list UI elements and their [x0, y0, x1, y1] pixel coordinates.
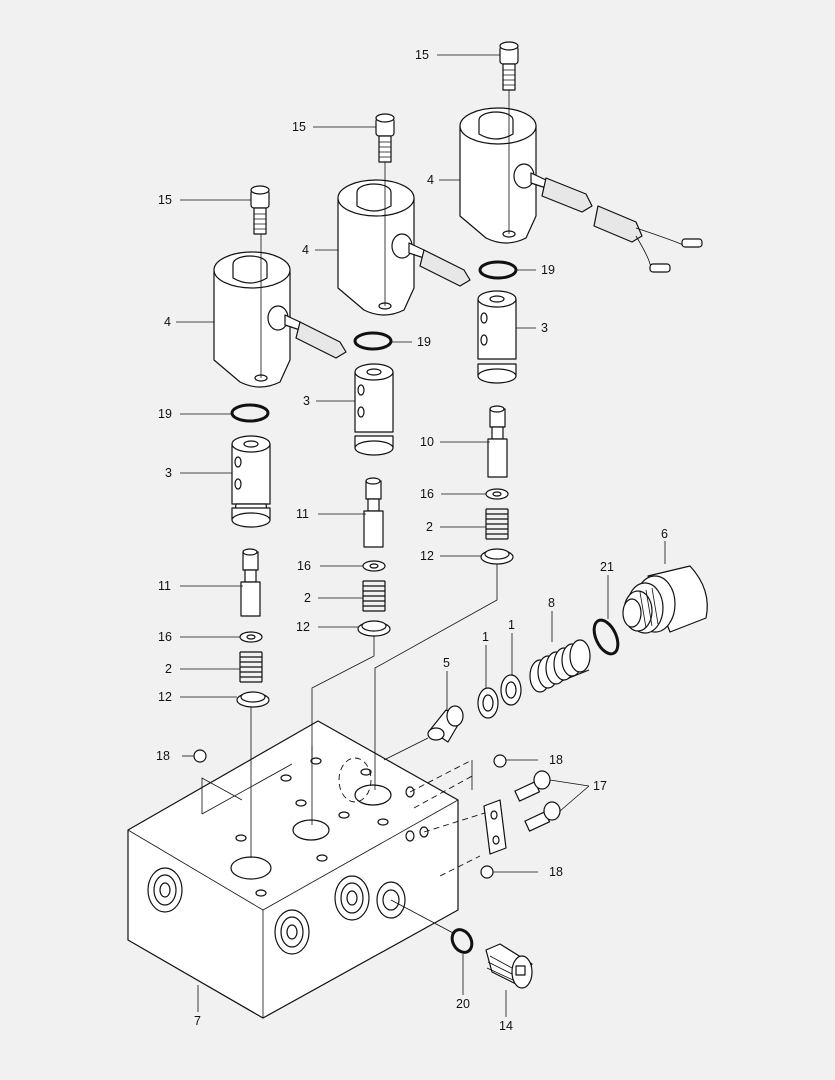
poppet-5 — [383, 705, 464, 761]
callout-12-right: 12 — [420, 549, 434, 563]
washer-right — [485, 488, 509, 500]
callout-3-middle: 3 — [303, 394, 310, 408]
cartridge-left — [231, 435, 271, 528]
callout-3-right: 3 — [541, 321, 548, 335]
ball-18-upper-right — [493, 754, 507, 768]
o-ring-left — [230, 403, 270, 423]
spring-left — [239, 651, 263, 683]
callout-4-middle: 4 — [302, 243, 309, 257]
middle-valve-stack — [311, 113, 471, 825]
callout-17: 17 — [593, 779, 607, 793]
callout-4-right: 4 — [427, 173, 434, 187]
callout-1-left: 1 — [482, 630, 489, 644]
spring-middle — [362, 580, 386, 612]
callout-19-middle: 19 — [417, 335, 431, 349]
callout-15-left: 15 — [158, 193, 172, 207]
callout-16-right: 16 — [420, 487, 434, 501]
callout-18-lower-right: 18 — [549, 865, 563, 879]
callout-5: 5 — [443, 656, 450, 670]
callout-16-left: 16 — [158, 630, 172, 644]
callout-2-right: 2 — [426, 520, 433, 534]
callout-7: 7 — [194, 1014, 201, 1028]
solenoid-coil-right — [459, 90, 703, 273]
callout-11-middle: 11 — [296, 507, 309, 521]
callout-8: 8 — [548, 596, 555, 610]
cartridge-right — [477, 290, 517, 384]
callout-18-upper-right: 18 — [549, 753, 563, 767]
solenoid-coil-left — [213, 234, 347, 388]
plug-14 — [485, 943, 533, 989]
cap-screw-right — [499, 41, 519, 91]
callout-2-left: 2 — [165, 662, 172, 676]
callout-21: 21 — [600, 560, 614, 574]
o-ring-middle — [353, 331, 393, 351]
manifold-block — [127, 720, 489, 1019]
cartridge-middle — [354, 363, 394, 456]
cap-screw-middle — [375, 113, 395, 163]
callout-12-middle: 12 — [296, 620, 310, 634]
spring-right — [485, 508, 509, 540]
callout-6: 6 — [661, 527, 668, 541]
poppet-right — [487, 405, 508, 478]
left-valve-stack — [213, 185, 347, 858]
cover-plate — [483, 799, 507, 855]
callout-2-middle: 2 — [304, 591, 311, 605]
seat-right — [480, 548, 514, 565]
screws-17 — [514, 770, 561, 832]
callout-18-left: 18 — [156, 749, 170, 763]
poppet-left — [240, 548, 261, 617]
o-ring-21 — [592, 618, 620, 656]
cap-screw-left — [250, 185, 270, 235]
callout-1-right: 1 — [508, 618, 515, 632]
seat-middle — [357, 620, 391, 637]
callout-11-left: 11 — [158, 579, 171, 593]
o-ring-right — [478, 260, 518, 280]
callout-15-right: 15 — [415, 48, 429, 62]
callout-20: 20 — [456, 997, 470, 1011]
shim-washers-1 — [477, 674, 522, 719]
seat-left — [236, 691, 270, 708]
callout-16-middle: 16 — [297, 559, 311, 573]
callout-3-left: 3 — [165, 466, 172, 480]
callout-4-left: 4 — [164, 315, 171, 329]
right-valve-stack — [374, 41, 703, 790]
plug-6 — [622, 565, 708, 634]
poppet-middle — [363, 477, 384, 548]
solenoid-coil-middle — [337, 162, 471, 316]
o-ring-20 — [450, 928, 474, 954]
ball-18-left — [193, 749, 207, 763]
callout-19-left: 19 — [158, 407, 172, 421]
callout-10: 10 — [420, 435, 434, 449]
callouts: 15 15 15 4 4 4 19 19 19 3 3 3 10 11 11 1… — [156, 48, 668, 1033]
callout-15-middle: 15 — [292, 120, 306, 134]
washer-middle — [362, 560, 386, 572]
washer-left — [239, 631, 263, 643]
ball-18-lower-right — [480, 865, 494, 879]
callout-12-left: 12 — [158, 690, 172, 704]
callout-14: 14 — [499, 1019, 513, 1033]
leader-lines — [176, 54, 666, 1017]
callout-19-right: 19 — [541, 263, 555, 277]
spring-8 — [529, 639, 591, 693]
